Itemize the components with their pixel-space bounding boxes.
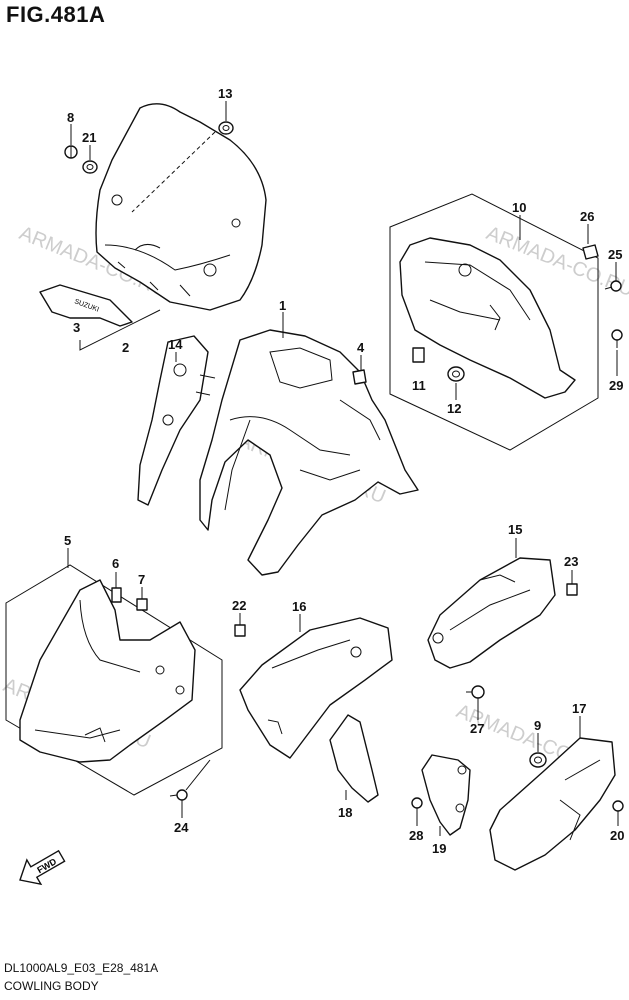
callout-15: 15 (508, 522, 522, 537)
callout-26: 26 (580, 209, 594, 224)
clip-part-7 (136, 598, 148, 611)
callout-14: 14 (168, 337, 183, 352)
callout-labels: 1 2 3 4 5 6 7 8 9 10 11 12 13 14 15 16 1… (64, 86, 624, 856)
side-cover-part-16 (239, 617, 393, 759)
callout-2-bracket (79, 309, 161, 351)
callout-5: 5 (64, 533, 71, 548)
callout-6: 6 (112, 556, 119, 571)
forward-arrow-icon: FWD (19, 849, 66, 886)
callout-23: 23 (564, 554, 578, 569)
cover-part-18 (329, 714, 379, 803)
callout-25: 25 (608, 247, 622, 262)
callout-3: 3 (73, 320, 80, 335)
screw-part-27 (466, 685, 485, 699)
side-cover-part-17 (489, 737, 616, 871)
callout-10: 10 (512, 200, 526, 215)
cowling-body-part (199, 329, 419, 576)
group-box-5 (5, 564, 223, 796)
meter-panel-part (399, 237, 576, 399)
grommet-part-12 (447, 366, 465, 382)
callout-28: 28 (409, 828, 423, 843)
callout-9: 9 (534, 718, 541, 733)
callout-22: 22 (232, 598, 246, 613)
callout-2: 2 (122, 340, 129, 355)
callout-12: 12 (447, 401, 461, 416)
clip-part-23 (566, 583, 578, 596)
screw-part-26 (582, 244, 599, 260)
screw-part-20 (612, 800, 624, 818)
bracket-part-19 (421, 754, 471, 836)
plate-part-6 (111, 587, 122, 603)
front-fender-part (19, 579, 196, 763)
callout-4: 4 (357, 340, 365, 355)
screw-part-8 (64, 145, 78, 159)
callout-13: 13 (218, 86, 232, 101)
screw-part-29 (611, 329, 623, 348)
callout-1: 1 (279, 298, 286, 313)
side-panel-part-15 (427, 557, 556, 669)
nut-part-21 (82, 160, 98, 174)
callout-29: 29 (609, 378, 623, 393)
screw-part-24 (169, 789, 188, 801)
callout-16: 16 (292, 599, 306, 614)
windscreen-part (95, 103, 267, 311)
callout-19: 19 (432, 841, 446, 856)
callout-20: 20 (610, 828, 624, 843)
callout-7: 7 (138, 572, 145, 587)
decal-part: SUZUKI (39, 284, 133, 327)
group-box-10 (389, 193, 599, 451)
callout-18: 18 (338, 805, 352, 820)
figure-description: COWLING BODY (4, 979, 99, 993)
screw-part-28 (411, 797, 423, 815)
nut-part-13 (218, 121, 234, 135)
callout-11: 11 (412, 378, 426, 393)
grommet-part-9 (529, 752, 547, 768)
callout-24-link (185, 759, 211, 791)
label-part-11 (412, 347, 425, 363)
callout-24: 24 (174, 820, 189, 835)
callout-8: 8 (67, 110, 74, 125)
figure-title: FIG.481A (6, 2, 106, 27)
clip-part-22 (234, 624, 246, 637)
callout-21: 21 (82, 130, 96, 145)
clip-part-4 (352, 369, 367, 385)
callout-17: 17 (572, 701, 586, 716)
model-code: DL1000AL9_E03_E28_481A (4, 961, 159, 975)
callout-27: 27 (470, 721, 484, 736)
inner-bracket-part (137, 335, 216, 506)
